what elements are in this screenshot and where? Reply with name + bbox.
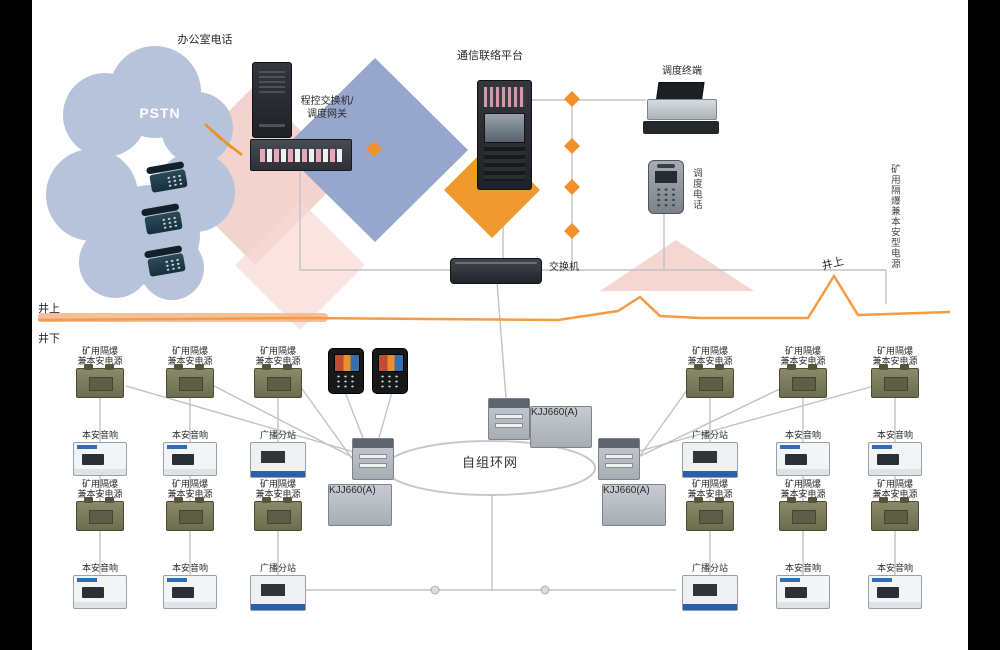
junction-dots bbox=[430, 585, 550, 595]
office-phones-label: 办公室电话 bbox=[177, 34, 233, 46]
kjj660-switch-right bbox=[598, 438, 640, 480]
speaker-label: 本安音响 bbox=[876, 430, 913, 440]
gateway-rack-device bbox=[250, 139, 352, 171]
station-right1-upper: 矿用隔爆 兼本安电源 广播分站 bbox=[678, 346, 742, 478]
power-supply-label: 矿用隔爆 兼本安电源 bbox=[687, 479, 733, 500]
pbx-tower-device bbox=[252, 62, 292, 138]
station-right2-lower: 矿用隔爆 兼本安电源 本安音响 bbox=[771, 479, 835, 609]
station-left3-lower: 矿用隔爆 兼本安电源 广播分站 bbox=[246, 479, 310, 611]
switch-label: 交换机 bbox=[549, 262, 579, 273]
broadcast-station-label: 广播分站 bbox=[259, 563, 296, 573]
power-supply-device bbox=[686, 364, 734, 398]
power-supply-device bbox=[76, 364, 124, 398]
kjj660-switch-main bbox=[488, 398, 530, 440]
power-supply-label: 矿用隔爆 兼本安电源 bbox=[77, 479, 123, 500]
kjj-main-label: KJJ660(A) bbox=[530, 406, 592, 448]
underground-label-left: 井下 bbox=[38, 333, 60, 345]
power-supply-device bbox=[686, 497, 734, 531]
mine-handheld-phone-1 bbox=[328, 348, 364, 394]
power-supply-device bbox=[779, 497, 827, 531]
power-supply-label: 矿用隔爆 兼本安电源 bbox=[167, 479, 213, 500]
power-supply-label: 矿用隔爆 兼本安电源 bbox=[255, 346, 301, 367]
speaker-device bbox=[163, 442, 217, 476]
speaker-label: 本安音响 bbox=[171, 430, 208, 440]
station-left3-upper: 矿用隔爆 兼本安电源 广播分站 bbox=[246, 346, 310, 478]
power-supply-label: 矿用隔爆 兼本安电源 bbox=[255, 479, 301, 500]
power-supply-device bbox=[254, 364, 302, 398]
speaker-label: 本安音响 bbox=[876, 563, 913, 573]
power-supply-device bbox=[779, 364, 827, 398]
power-supply-device bbox=[254, 497, 302, 531]
speaker-device bbox=[868, 442, 922, 476]
station-left2-upper: 矿用隔爆 兼本安电源 本安音响 bbox=[158, 346, 222, 476]
station-left1-lower: 矿用隔爆 兼本安电源 本安音响 bbox=[68, 479, 132, 609]
kjj660-switch-left bbox=[352, 438, 394, 480]
speaker-device bbox=[776, 442, 830, 476]
platform-server-device bbox=[477, 80, 532, 190]
power-supply-label: 矿用隔爆 兼本安电源 bbox=[872, 479, 918, 500]
speaker-label: 本安音响 bbox=[81, 563, 118, 573]
speaker-device bbox=[163, 575, 217, 609]
station-right3-lower: 矿用隔爆 兼本安电源 本安音响 bbox=[863, 479, 927, 609]
broadcast-station-device bbox=[250, 442, 306, 478]
power-supply-label: 矿用隔爆 兼本安电源 bbox=[687, 346, 733, 367]
power-supply-device bbox=[166, 497, 214, 531]
speaker-device bbox=[776, 575, 830, 609]
power-supply-label: 矿用隔爆 兼本安电源 bbox=[77, 346, 123, 367]
broadcast-station-device bbox=[682, 442, 738, 478]
power-supply-label: 矿用隔爆 兼本安电源 bbox=[872, 346, 918, 367]
power-supply-label: 矿用隔爆 兼本安电源 bbox=[780, 479, 826, 500]
dispatch-terminal-device bbox=[643, 82, 719, 134]
speaker-device bbox=[868, 575, 922, 609]
power-supply-label: 矿用隔爆 兼本安电源 bbox=[780, 346, 826, 367]
dispatch-phone-label: 调度电话 bbox=[690, 168, 702, 210]
power-supply-device bbox=[166, 364, 214, 398]
power-supply-label: 矿用隔爆 兼本安电源 bbox=[167, 346, 213, 367]
mine-handheld-phone-2 bbox=[372, 348, 408, 394]
broadcast-station-label: 广播分站 bbox=[691, 430, 728, 440]
speaker-device bbox=[73, 442, 127, 476]
wiring-lines bbox=[99, 96, 896, 591]
speaker-label: 本安音响 bbox=[784, 430, 821, 440]
broadcast-station-device bbox=[250, 575, 306, 611]
aboveground-label-left: 井上 bbox=[38, 303, 60, 315]
core-switch-device bbox=[450, 258, 542, 284]
broadcast-station-label: 广播分站 bbox=[691, 563, 728, 573]
station-right2-upper: 矿用隔爆 兼本安电源 本安音响 bbox=[771, 346, 835, 476]
power-supply-device bbox=[76, 497, 124, 531]
broadcast-station-device bbox=[682, 575, 738, 611]
station-right1-lower: 矿用隔爆 兼本安电源 广播分站 bbox=[678, 479, 742, 611]
power-supply-device bbox=[871, 364, 919, 398]
pstn-label: PSTN bbox=[139, 105, 181, 121]
speaker-label: 本安音响 bbox=[784, 563, 821, 573]
platform-label: 通信联络平台 bbox=[457, 50, 523, 62]
dispatch-terminal-label: 调度终端 bbox=[662, 66, 702, 77]
ring-network-label: 自组环网 bbox=[461, 455, 518, 470]
side-note-label: 矿用隔爆兼本安型电源 bbox=[888, 164, 900, 269]
kjj-right-label: KJJ660(A) bbox=[602, 484, 666, 526]
dispatch-phone-device bbox=[648, 160, 684, 214]
kjj-left-label: KJJ660(A) bbox=[328, 484, 392, 526]
pbx-gateway-label: 程控交换机/ 调度网关 bbox=[300, 96, 354, 120]
speaker-device bbox=[73, 575, 127, 609]
station-right3-upper: 矿用隔爆 兼本安电源 本安音响 bbox=[863, 346, 927, 476]
speaker-label: 本安音响 bbox=[171, 563, 208, 573]
broadcast-station-label: 广播分站 bbox=[259, 430, 296, 440]
power-supply-device bbox=[871, 497, 919, 531]
speaker-label: 本安音响 bbox=[81, 430, 118, 440]
pstn-cloud bbox=[46, 46, 235, 300]
station-left1-upper: 矿用隔爆 兼本安电源 本安音响 bbox=[68, 346, 132, 476]
station-left2-lower: 矿用隔爆 兼本安电源 本安音响 bbox=[158, 479, 222, 609]
